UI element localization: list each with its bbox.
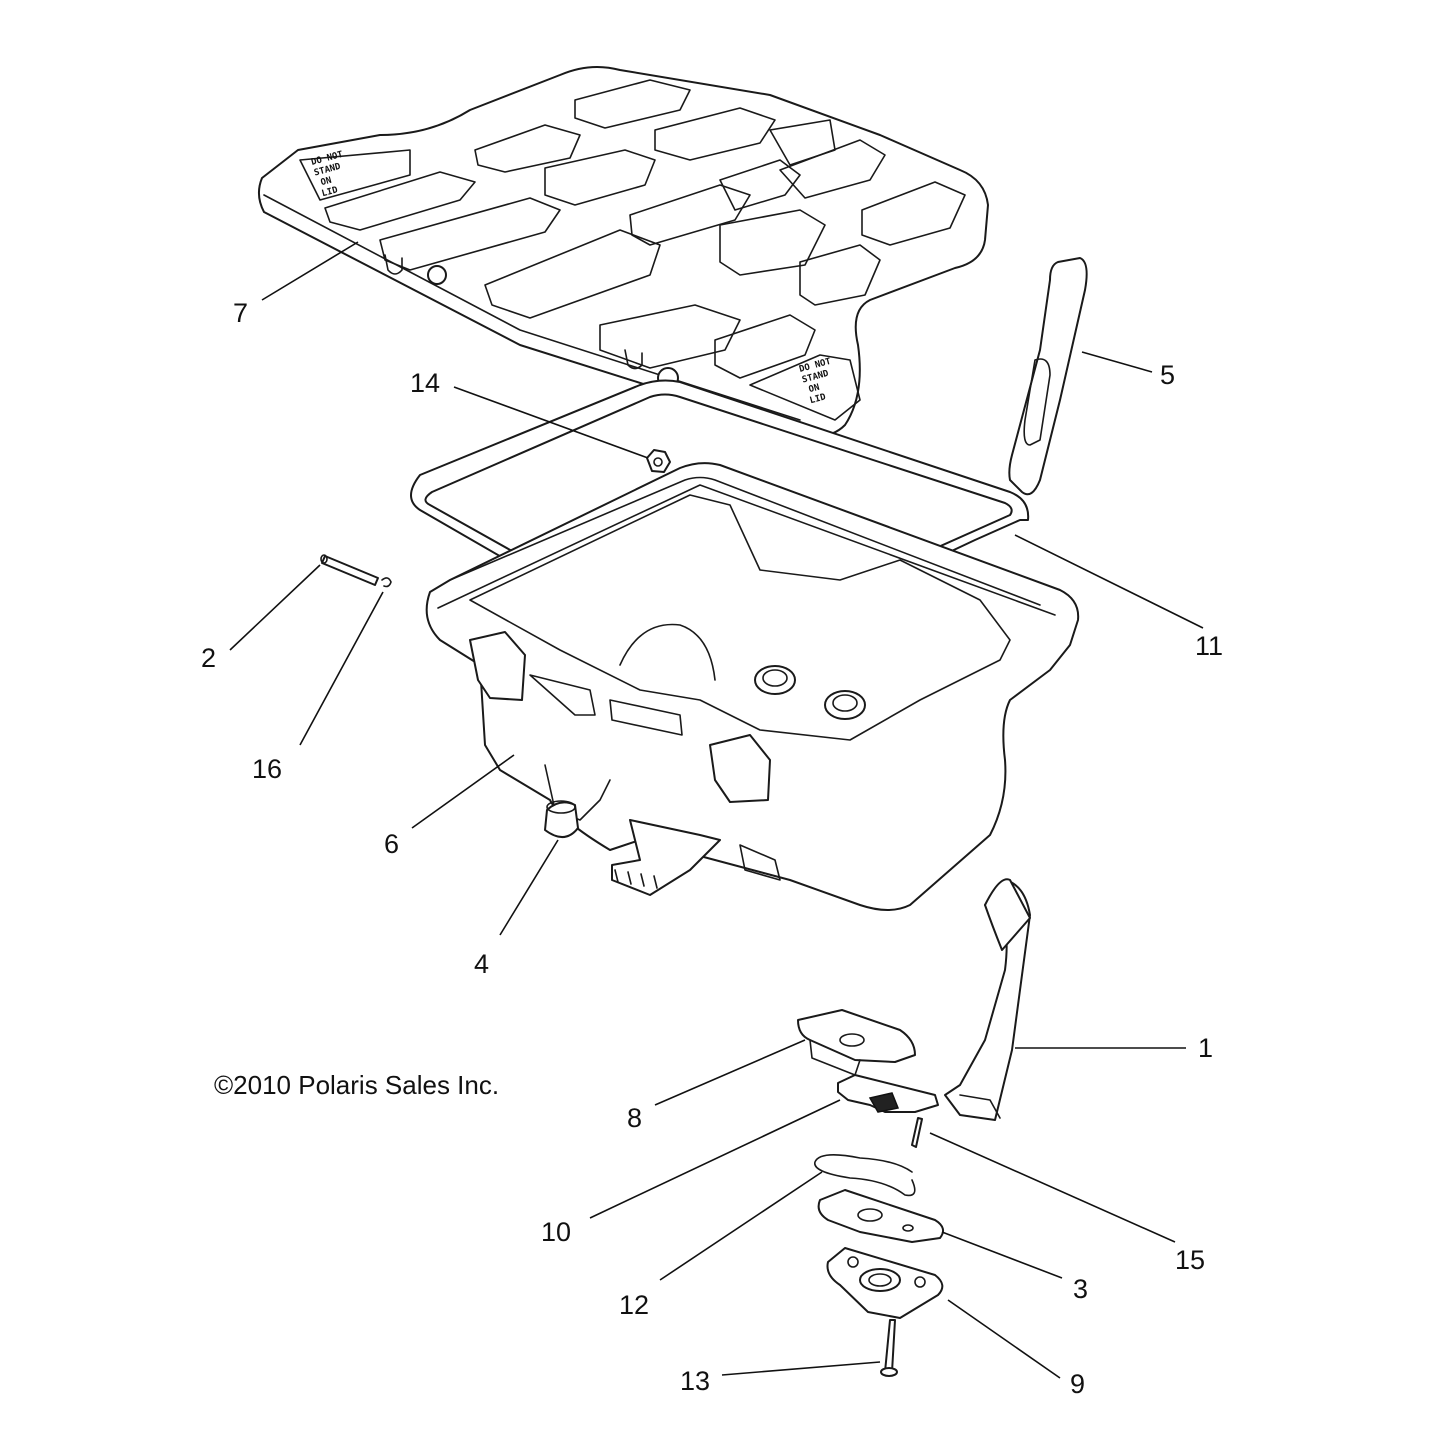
lid-text-line-4: LID bbox=[321, 185, 340, 199]
callout-2: 2 bbox=[201, 643, 216, 673]
callout-16: 16 bbox=[252, 754, 282, 784]
part-11-seal bbox=[410, 379, 1030, 666]
callout-5: 5 bbox=[1160, 360, 1175, 390]
part-8-spacer bbox=[797, 1009, 916, 1076]
callout-9: 9 bbox=[1070, 1369, 1085, 1399]
part-14-nut bbox=[646, 449, 671, 473]
part-1-strap bbox=[944, 878, 1031, 1121]
callout-6: 6 bbox=[384, 829, 399, 859]
part-3-gasket bbox=[817, 1189, 945, 1243]
part-13-bolt bbox=[880, 1319, 898, 1377]
part-12-spring-clip bbox=[814, 1154, 916, 1197]
callout-10: 10 bbox=[541, 1217, 571, 1247]
lid-text-line-3: ON bbox=[320, 176, 333, 188]
lid-text-line-3b: ON bbox=[808, 383, 821, 395]
part-7-lid: DO NOTSTANDONLID DO NOTSTANDONLID bbox=[258, 65, 989, 438]
callout-13: 13 bbox=[680, 1366, 710, 1396]
callout-4: 4 bbox=[474, 949, 489, 979]
callout-labels: 7 14 5 2 16 11 6 4 1 8 10 15 12 3 9 13 bbox=[201, 298, 1223, 1399]
part-15-pin bbox=[911, 1117, 923, 1148]
part-16-clip bbox=[381, 577, 392, 588]
callout-15: 15 bbox=[1175, 1245, 1205, 1275]
part-6-box bbox=[425, 462, 1080, 911]
callout-11: 11 bbox=[1195, 631, 1223, 661]
callout-12: 12 bbox=[619, 1290, 649, 1320]
leader-lines bbox=[229, 241, 1204, 1379]
part-4-grommet bbox=[544, 800, 579, 838]
part-9-base-plate bbox=[826, 1247, 944, 1319]
lid-text-line-4b: LID bbox=[809, 392, 828, 406]
callout-8: 8 bbox=[627, 1103, 642, 1133]
part-10-latch-body bbox=[837, 1074, 939, 1113]
part-2-pin bbox=[320, 554, 379, 586]
part-5-latch bbox=[1008, 257, 1088, 496]
callout-14: 14 bbox=[410, 368, 440, 398]
copyright-notice: ©2010 Polaris Sales Inc. bbox=[214, 1070, 500, 1100]
callout-3: 3 bbox=[1073, 1274, 1088, 1304]
callout-1: 1 bbox=[1198, 1033, 1213, 1063]
callout-7: 7 bbox=[233, 298, 248, 328]
